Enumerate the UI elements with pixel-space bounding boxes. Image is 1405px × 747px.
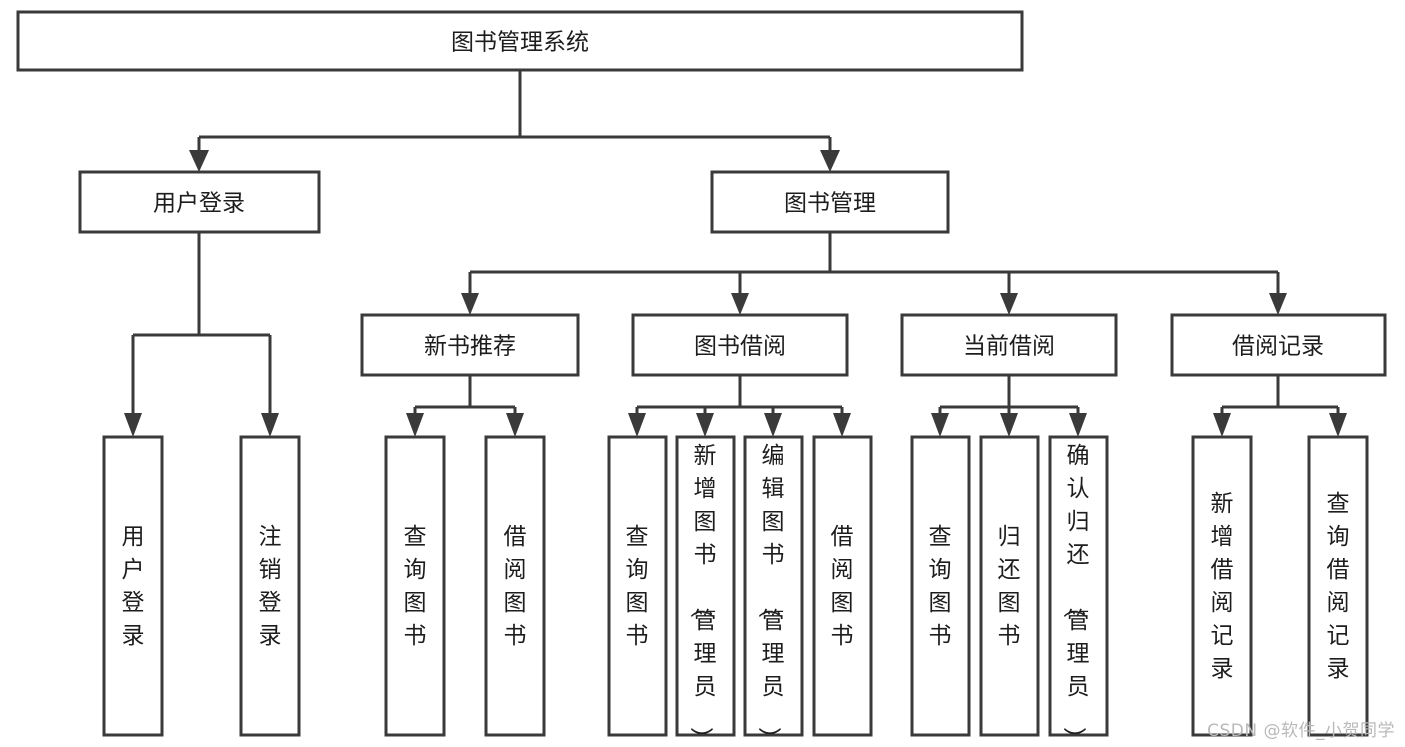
node-leaf-query-book-1-box[interactable]	[384, 435, 446, 737]
node-current-borrow-label: 当前借阅	[963, 334, 1055, 360]
arrow-user-login	[189, 150, 209, 172]
node-book-borrow[interactable]: 图书借阅	[631, 313, 849, 377]
node-leaf-confirm-return-label: 确认归还（管理员）	[1061, 443, 1090, 747]
arrow-cb-leaf3	[1069, 413, 1087, 437]
node-leaf-logout-login[interactable]: 注销登录	[239, 435, 301, 737]
node-root-label: 图书管理系统	[451, 30, 589, 56]
node-leaf-borrow-book-2-box[interactable]	[812, 435, 873, 737]
node-leaf-return-book-label: 归还图书	[998, 524, 1021, 649]
node-leaf-edit-book-box[interactable]	[743, 435, 804, 737]
node-current-borrow[interactable]: 当前借阅	[900, 313, 1118, 377]
node-book-manage-label: 图书管理	[784, 191, 876, 217]
node-leaf-query-book-3[interactable]: 查询图书	[910, 435, 971, 737]
node-leaf-return-book-box[interactable]	[979, 435, 1040, 737]
node-root-box[interactable]	[16, 10, 1024, 72]
node-book-borrow-label: 图书借阅	[694, 334, 786, 360]
node-leaf-query-record-label: 查询借阅记录	[1327, 491, 1350, 682]
node-borrow-record-label: 借阅记录	[1232, 334, 1324, 360]
node-leaf-confirm-return-box[interactable]	[1048, 435, 1109, 737]
node-book-borrow-box[interactable]	[631, 313, 849, 377]
node-leaf-query-book-1[interactable]: 查询图书	[384, 435, 446, 737]
arrow-bb-leaf3	[764, 413, 782, 437]
node-book-manage[interactable]: 图书管理	[710, 170, 950, 234]
node-leaf-borrow-book-2-label: 借阅图书	[831, 524, 854, 649]
arrow-borrow-record	[1269, 293, 1287, 315]
arrow-cb-leaf2	[1000, 413, 1018, 437]
node-leaf-add-book-box[interactable]	[675, 435, 736, 737]
arrow-br-leaf1	[1213, 413, 1231, 437]
arrow-nbr-leaf1	[406, 413, 424, 437]
csdn-watermark: CSDN @软件_小贺同学	[1207, 721, 1395, 741]
node-current-borrow-box[interactable]	[900, 313, 1118, 377]
arrow-current-borrow	[1000, 293, 1018, 315]
node-leaf-borrow-book-1-box[interactable]	[484, 435, 546, 737]
arrow-bb-leaf2	[696, 413, 714, 437]
node-leaf-query-book-3-box[interactable]	[910, 435, 971, 737]
node-leaf-add-record[interactable]: 新增借阅记录	[1191, 435, 1253, 737]
node-leaf-add-book-label: 新增图书（管理员）	[688, 443, 717, 747]
arrow-book-borrow	[731, 293, 749, 315]
arrow-leaf-logout	[261, 413, 279, 437]
connector-layer	[124, 70, 1347, 437]
node-leaf-add-record-label: 新增借阅记录	[1211, 491, 1234, 682]
node-leaf-user-login-label: 用户登录	[122, 524, 145, 649]
node-root[interactable]: 图书管理系统	[16, 10, 1024, 72]
node-leaf-user-login[interactable]: 用户登录	[102, 435, 164, 737]
node-leaf-logout-login-label: 注销登录	[259, 524, 282, 649]
arrow-new-book-recommend	[461, 293, 479, 315]
node-new-book-recommend[interactable]: 新书推荐	[360, 313, 580, 377]
node-leaf-add-book[interactable]: 新增图书（管理员）	[675, 435, 736, 747]
node-leaf-logout-login-box[interactable]	[239, 435, 301, 737]
node-leaf-borrow-book-2[interactable]: 借阅图书	[812, 435, 873, 737]
node-leaf-confirm-return[interactable]: 确认归还（管理员）	[1048, 435, 1109, 747]
node-book-manage-box[interactable]	[710, 170, 950, 234]
arrow-cb-leaf1	[931, 413, 949, 437]
node-user-login[interactable]: 用户登录	[78, 170, 321, 234]
leaf-nodes-layer: 用户登录 注销登录 查询图书 借阅图书 查询图书 新增图书（管理员）	[102, 435, 1369, 747]
node-leaf-edit-book-label: 编辑图书（管理员）	[756, 443, 785, 747]
node-user-login-box[interactable]	[78, 170, 321, 234]
arrow-br-leaf2	[1329, 413, 1347, 437]
arrow-bb-leaf1	[628, 413, 646, 437]
arrow-book-manage	[820, 150, 840, 172]
arrow-leaf-user-login	[124, 413, 142, 437]
node-leaf-query-book-3-label: 查询图书	[929, 524, 952, 649]
node-leaf-query-book-2-label: 查询图书	[626, 524, 649, 649]
node-leaf-query-record-box[interactable]	[1307, 435, 1369, 737]
node-new-book-recommend-box[interactable]	[360, 313, 580, 377]
node-user-login-label: 用户登录	[153, 191, 245, 217]
arrow-nbr-leaf2	[506, 413, 524, 437]
node-leaf-query-book-1-label: 查询图书	[404, 524, 427, 649]
node-leaf-query-book-2-box[interactable]	[607, 435, 668, 737]
node-borrow-record[interactable]: 借阅记录	[1170, 313, 1387, 377]
node-leaf-edit-book[interactable]: 编辑图书（管理员）	[743, 435, 804, 747]
node-leaf-borrow-book-1[interactable]: 借阅图书	[484, 435, 546, 737]
node-leaf-query-record[interactable]: 查询借阅记录	[1307, 435, 1369, 737]
node-leaf-query-book-2[interactable]: 查询图书	[607, 435, 668, 737]
node-leaf-user-login-box[interactable]	[102, 435, 164, 737]
node-leaf-return-book[interactable]: 归还图书	[979, 435, 1040, 737]
node-leaf-add-record-box[interactable]	[1191, 435, 1253, 737]
arrow-bb-leaf4	[833, 413, 851, 437]
node-new-book-recommend-label: 新书推荐	[424, 334, 516, 360]
node-leaf-borrow-book-1-label: 借阅图书	[504, 524, 527, 649]
node-borrow-record-box[interactable]	[1170, 313, 1387, 377]
